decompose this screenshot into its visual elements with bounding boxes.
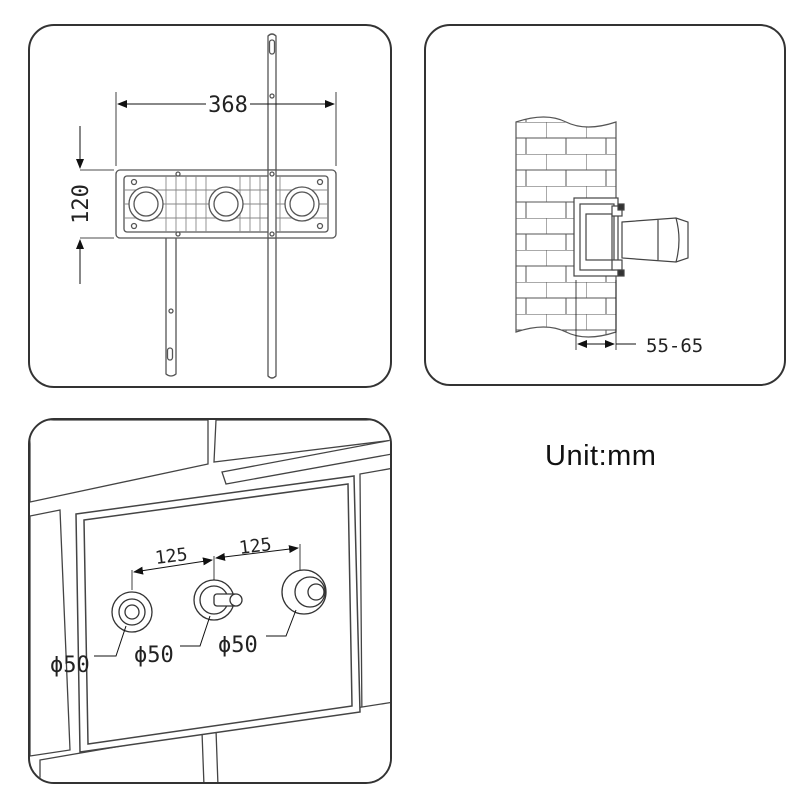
side-view-panel: 55-65 bbox=[424, 24, 786, 386]
valve-box-section bbox=[573, 197, 689, 277]
mounting-strip bbox=[165, 33, 277, 379]
wall-tiles bbox=[30, 420, 390, 782]
outlet-left bbox=[111, 591, 153, 633]
spacing-dimension bbox=[131, 544, 301, 590]
height-dimension bbox=[76, 126, 114, 284]
unit-label: Unit:mm bbox=[545, 440, 657, 472]
diameter-label-left: ϕ50 bbox=[50, 653, 90, 678]
outlet-right bbox=[281, 569, 327, 615]
mounting-box bbox=[115, 169, 337, 239]
diameter-label-middle: ϕ50 bbox=[134, 643, 174, 668]
height-label: 120 bbox=[69, 184, 94, 224]
diameter-leaders bbox=[94, 609, 297, 657]
spacing-right-label: 125 bbox=[238, 534, 273, 559]
width-label: 368 bbox=[208, 93, 248, 118]
spacing-left-label: 125 bbox=[154, 544, 189, 569]
depth-label: 55-65 bbox=[646, 335, 703, 357]
side-view-drawing: 55-65 bbox=[515, 116, 703, 357]
top-view-panel: 368 120 bbox=[28, 24, 392, 388]
depth-dimension bbox=[575, 280, 636, 350]
width-dimension bbox=[115, 92, 337, 166]
diameter-label-right: ϕ50 bbox=[218, 633, 258, 658]
top-view-drawing: 368 120 bbox=[69, 33, 337, 379]
front-view-drawing: 125 125 ϕ50 ϕ50 ϕ50 bbox=[30, 420, 390, 782]
front-view-panel: 125 125 ϕ50 ϕ50 ϕ50 bbox=[28, 418, 392, 784]
